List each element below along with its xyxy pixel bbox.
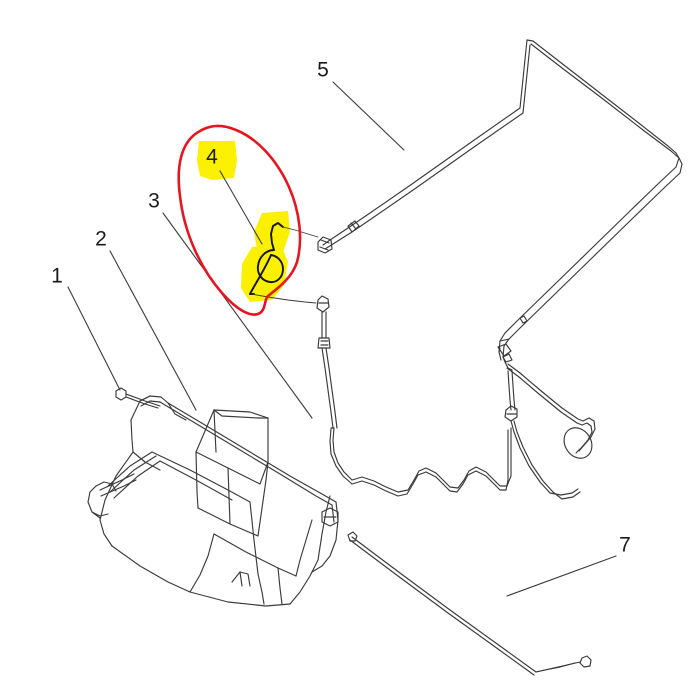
technical-line-art <box>67 39 683 676</box>
leader-line-4 <box>219 170 263 245</box>
highlight-label-4 <box>197 141 237 180</box>
callout-label-1[interactable]: 1 <box>51 265 63 288</box>
red-annotation-layer <box>177 124 302 316</box>
zigzag-control-rod <box>329 427 512 497</box>
callout-label-2[interactable]: 2 <box>95 228 107 251</box>
callout-label-7[interactable]: 7 <box>619 534 631 557</box>
callout-leader-lines <box>67 81 617 597</box>
linkage-rod-assembly <box>316 295 338 429</box>
spring-wire-ends <box>250 226 319 304</box>
frame-lower-leg <box>497 315 528 371</box>
leader-line-1 <box>67 286 121 391</box>
callout-label-layer: 1 2 3 4 5 7 <box>51 59 631 557</box>
callout-label-3[interactable]: 3 <box>148 190 160 213</box>
wire-loop-assembly <box>504 363 596 500</box>
long-control-rod <box>347 531 592 676</box>
hand-drawn-circle-part-4 <box>177 124 302 316</box>
callout-label-5[interactable]: 5 <box>317 59 329 82</box>
leader-line-5 <box>332 81 405 151</box>
leader-line-3 <box>162 212 313 419</box>
tubular-handle-frame <box>317 39 683 358</box>
leader-line-7 <box>506 555 617 597</box>
callout-label-4[interactable]: 4 <box>206 146 218 169</box>
leader-line-2 <box>109 250 197 411</box>
deflector-housing-assembly <box>87 387 339 607</box>
